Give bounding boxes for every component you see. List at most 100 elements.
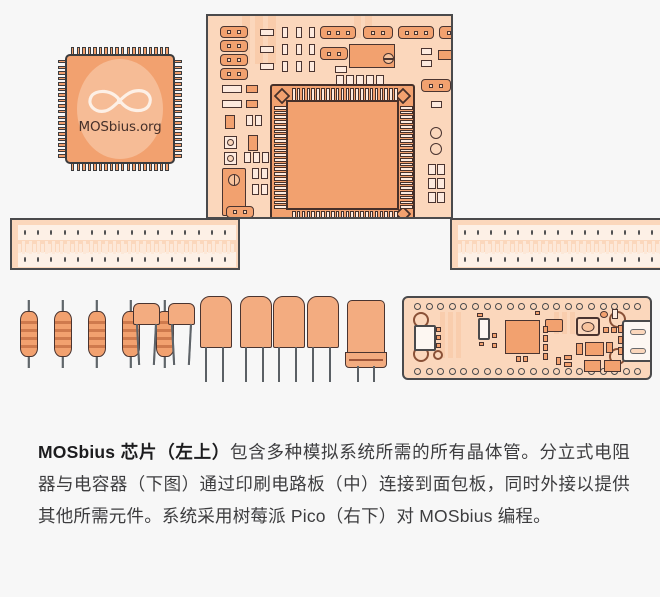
pcb-header-pad xyxy=(220,40,248,52)
breadboard-strip xyxy=(560,241,564,254)
qfp-lead xyxy=(384,211,388,217)
breadboard-hole xyxy=(557,257,560,262)
breadboard-strip xyxy=(556,244,560,253)
qfp-lead xyxy=(394,211,398,217)
resistor-color-band xyxy=(55,345,71,348)
electrolytic-capacitor xyxy=(345,300,387,382)
qfp-lead xyxy=(350,88,354,101)
pico-header-hole xyxy=(460,368,468,375)
breadboard-strip xyxy=(135,241,139,254)
film-capacitor xyxy=(240,296,272,382)
pico-header-hole xyxy=(518,368,526,375)
breadboard-hole xyxy=(77,257,80,262)
qfp-lead xyxy=(369,211,374,217)
qfp-package xyxy=(270,84,415,217)
qfp-lead xyxy=(345,211,350,217)
qfp-lead xyxy=(274,124,287,129)
breadboard-strip xyxy=(223,244,227,253)
breadboard-strip xyxy=(162,244,166,253)
qfp-lead xyxy=(274,195,287,200)
breadboard-hole xyxy=(63,230,66,235)
breadboard-strip xyxy=(458,244,461,253)
resistor-body xyxy=(88,311,106,357)
qfp-lead xyxy=(274,162,287,167)
pico-header-hole xyxy=(437,368,445,375)
chip-label: MOSbius.org xyxy=(78,119,162,135)
breadboard-strip xyxy=(52,241,56,254)
breadboard-hole xyxy=(517,230,520,235)
breadboard-strip xyxy=(120,241,124,254)
caption-body: 包含多种模拟系统所需的所有晶体管。分立式电阻器与电容器（下图）通过印刷电路板（中… xyxy=(38,441,630,526)
breadboard-hole xyxy=(157,257,160,262)
breadboard-strip xyxy=(113,241,116,254)
breadboard-hole xyxy=(463,257,466,262)
pico-header-hole xyxy=(564,368,572,375)
breadboard-strip xyxy=(21,241,25,254)
breadboard-right xyxy=(450,218,660,270)
resistor-color-band xyxy=(89,337,105,340)
breadboard-hole xyxy=(557,230,560,235)
breadboard-hole xyxy=(624,257,627,262)
breadboard-strip xyxy=(469,241,473,254)
qfp-lead xyxy=(330,88,335,101)
ceramic-capacitor xyxy=(133,303,160,366)
breadboard-hole xyxy=(597,230,600,235)
breadboard-strip xyxy=(648,244,651,253)
breadboard-hole xyxy=(570,230,573,235)
qfp-lead xyxy=(360,211,364,217)
pico-header-hole xyxy=(553,303,561,310)
breadboard-strip xyxy=(230,244,234,253)
breadboard-strip xyxy=(625,244,629,253)
resistor-color-band xyxy=(55,329,71,332)
film-capacitor xyxy=(273,296,305,382)
qfp-lead xyxy=(306,88,311,101)
breadboard-hole xyxy=(237,257,238,262)
pico-header-hole xyxy=(472,303,479,310)
capacitor-lead xyxy=(171,323,176,366)
film-capacitor xyxy=(307,296,339,382)
pcb-header-pad xyxy=(220,26,248,38)
qfp-lead xyxy=(400,176,413,181)
breadboard-hole xyxy=(530,257,533,262)
pcb-board xyxy=(206,14,453,219)
qfp-lead xyxy=(274,172,287,176)
breadboard-hole xyxy=(103,230,106,235)
pcb-connector xyxy=(398,26,434,39)
qfp-lead xyxy=(379,88,384,101)
resistor-color-band xyxy=(89,345,105,348)
capacitor-body xyxy=(240,296,272,348)
breadboard-hole xyxy=(50,230,53,235)
caption-lead: MOSbius 芯片（左上） xyxy=(38,441,231,462)
breadboard-hole xyxy=(237,230,238,235)
qfp-lead xyxy=(400,106,413,110)
pico-header-hole xyxy=(437,303,445,310)
breadboard-strip xyxy=(185,244,189,253)
breadboard-hole xyxy=(23,230,26,235)
breadboard-hole xyxy=(144,257,147,262)
breadboard-strip xyxy=(484,241,488,254)
pcb-header-pad xyxy=(220,68,248,80)
breadboard-strip xyxy=(553,241,556,254)
qfp-lead xyxy=(335,88,340,101)
qfp-lead xyxy=(369,88,374,101)
capacitor-body xyxy=(133,303,160,325)
qfp-lead xyxy=(400,191,413,195)
qfp-lead xyxy=(301,211,306,217)
breadboard-strip xyxy=(591,241,594,254)
breadboard-strip xyxy=(629,241,632,254)
resistor-body xyxy=(54,311,72,357)
qfp-lead xyxy=(296,211,301,217)
resistor-color-band xyxy=(157,321,173,324)
breadboard-strip xyxy=(200,244,204,253)
breadboard-strip xyxy=(522,241,526,254)
qfp-lead xyxy=(364,88,369,101)
qfp-lead xyxy=(316,211,320,217)
breadboard-strip xyxy=(613,241,617,254)
bootsel-button-cap[interactable] xyxy=(581,321,595,332)
bootsel-button[interactable] xyxy=(576,317,600,336)
breadboard-strip xyxy=(534,244,537,253)
pcb-connector xyxy=(320,26,356,39)
breadboard-hole xyxy=(210,230,213,235)
resistor xyxy=(122,300,140,368)
breadboard-strip xyxy=(477,241,480,254)
